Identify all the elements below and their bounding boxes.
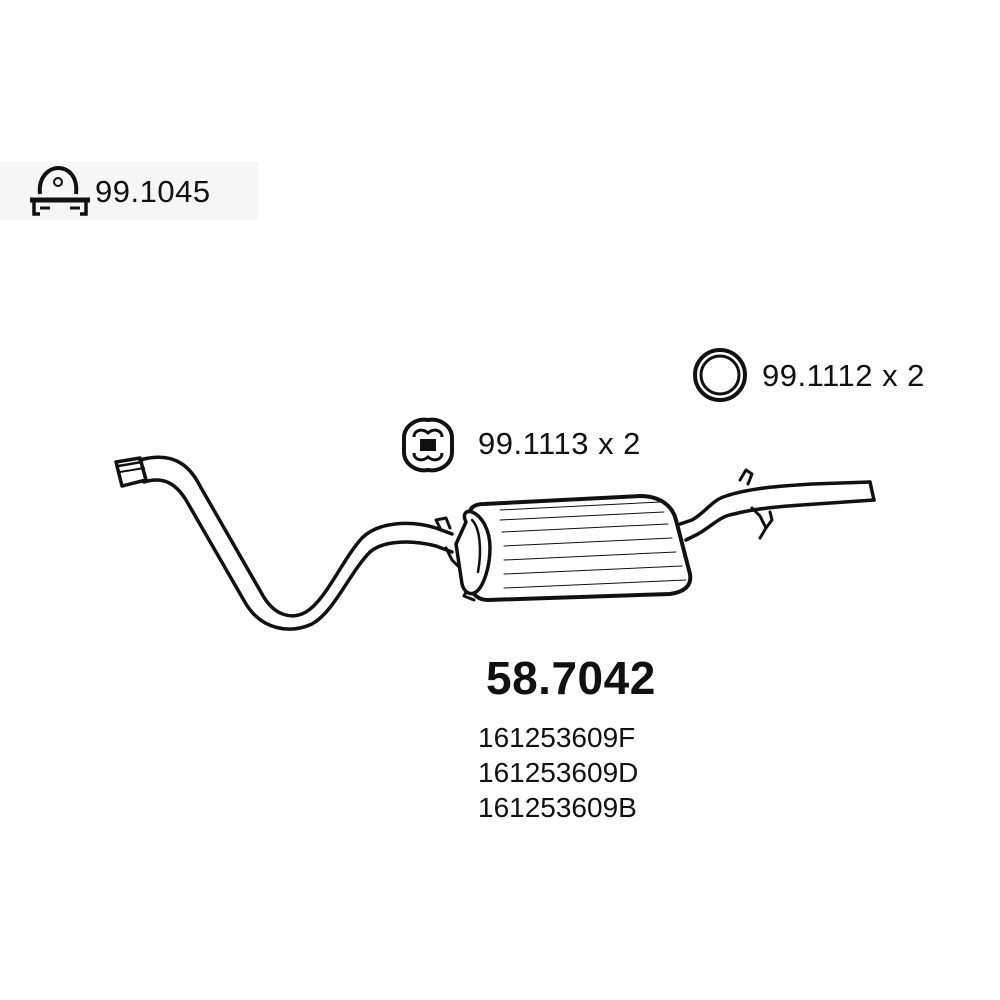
main-part-number: 58.7042 [486, 652, 656, 704]
tail-pipe [678, 480, 872, 526]
silencer-body [454, 494, 693, 602]
hanger-part-code: 99.1113 x 2 [478, 426, 641, 461]
oem-number-list: 161253609F 161253609D 161253609B [478, 720, 638, 825]
front-pipe [138, 455, 454, 618]
oem-number: 161253609B [478, 792, 637, 823]
rear-hanger-bracket [738, 468, 774, 540]
clamp-part-code: 99.1045 [95, 174, 211, 209]
oem-number: 161253609F [478, 722, 636, 753]
inlet-flange [114, 456, 148, 488]
oem-number: 161253609D [478, 757, 639, 788]
clamp-panel-background [0, 162, 258, 220]
ring-part-code: 99.1112 x 2 [762, 358, 925, 393]
